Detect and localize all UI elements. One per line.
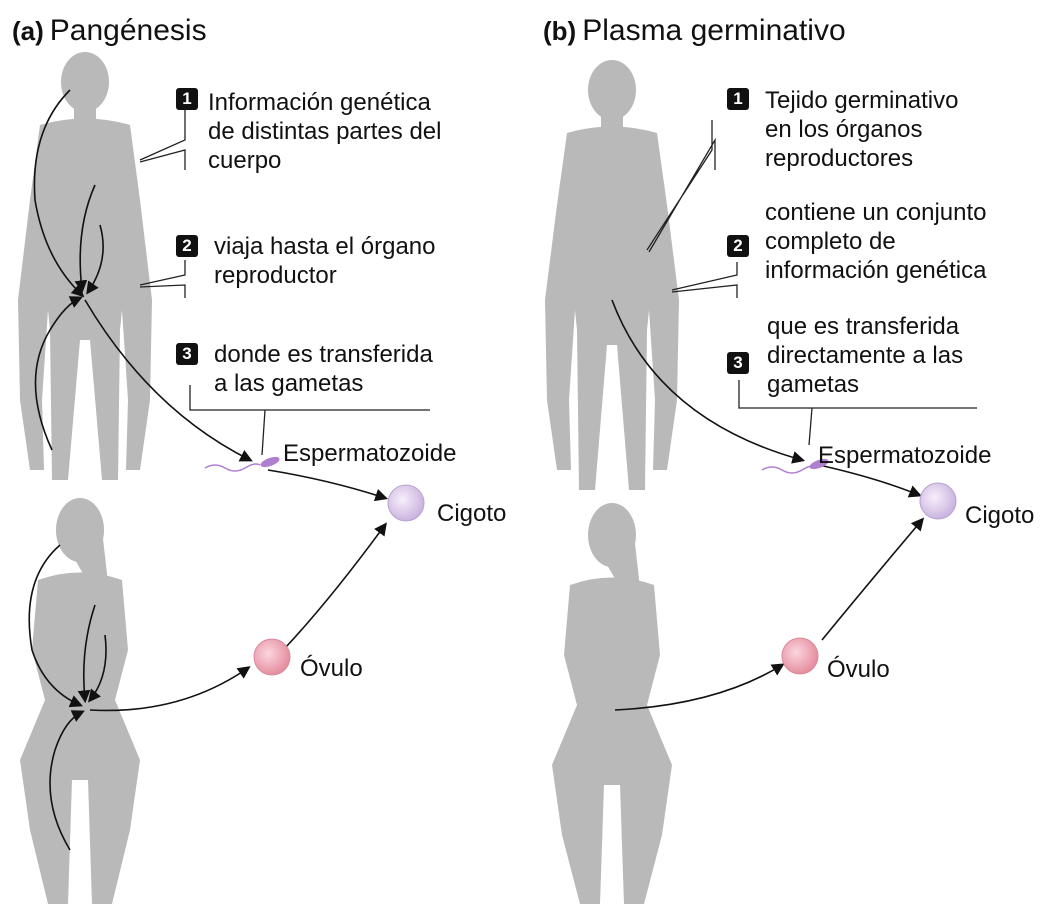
step-1-badge: 1 [727, 88, 749, 110]
step-2-text: contiene un conjunto completo de informa… [765, 198, 987, 285]
step-3-badge: 3 [176, 343, 198, 365]
ovum-label: Óvulo [827, 656, 890, 684]
zygote-label: Cigoto [437, 500, 506, 528]
zygote-label: Cigoto [965, 502, 1034, 530]
panel-germ-plasm: (b)Plasma germinativo 1 Tejido germinati… [527, 0, 1054, 904]
panel-title: (a)Pangénesis [12, 14, 207, 48]
sperm-cell [205, 455, 281, 471]
sperm-label: Espermatozoide [283, 440, 456, 468]
step-3-text: que es transferida directamente a las ga… [767, 312, 963, 399]
step-2-text: viaja hasta el órgano reproductor [214, 232, 435, 290]
panel-letter: (b) [543, 16, 576, 46]
zygote-cell [920, 483, 956, 519]
panel-pangenesis: (a)Pangénesis 1 Información genética de … [0, 0, 527, 904]
step-2-badge: 2 [176, 235, 198, 257]
step-1-badge: 1 [176, 88, 198, 110]
step-3-text: donde es transferida a las gametas [214, 340, 433, 398]
male-silhouette [18, 52, 152, 480]
panel-letter: (a) [12, 16, 44, 46]
step-3-badge: 3 [727, 352, 749, 374]
step-1-text: Información genética de distintas partes… [208, 88, 441, 175]
sperm-label: Espermatozoide [818, 442, 991, 470]
ovum-cell [254, 639, 290, 675]
female-silhouette [552, 503, 672, 904]
ovum-cell [782, 638, 818, 674]
ovum-label: Óvulo [300, 655, 363, 683]
step-2-badge: 2 [727, 235, 749, 257]
male-silhouette [545, 60, 679, 490]
step-1-text: Tejido germinativo en los órganos reprod… [765, 86, 958, 173]
zygote-cell [388, 485, 424, 521]
panel-title: (b)Plasma germinativo [543, 14, 846, 48]
panel-title-text: Plasma germinativo [582, 14, 845, 47]
panel-title-text: Pangénesis [50, 14, 207, 47]
female-silhouette [20, 498, 140, 904]
